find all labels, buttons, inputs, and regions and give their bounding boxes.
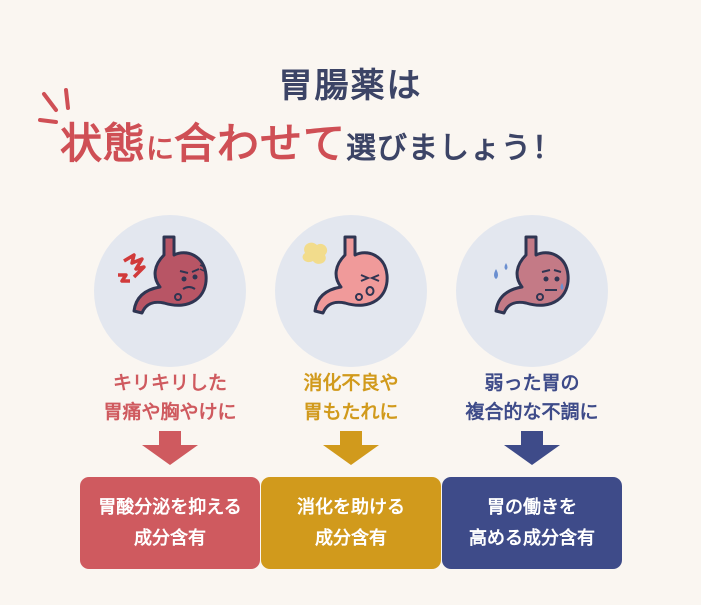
remedy-line-1: 消化を助ける (297, 497, 405, 518)
title-word-choose: 選びましょう！ (346, 131, 564, 166)
down-arrow-icon (323, 431, 379, 465)
title-word-match: 合わせて (174, 119, 347, 168)
remedy-box: 胃の働きを 高める成分含有 (442, 477, 622, 569)
stomach-weak-icon (494, 235, 570, 315)
title-particle: に (146, 132, 175, 165)
symptom-text: 消化不良や 胃もたれに (251, 369, 451, 427)
remedy-box: 消化を助ける 成分含有 (261, 477, 441, 569)
remedy-box: 胃酸分泌を抑える 成分含有 (80, 477, 260, 569)
remedy-line-1: 胃の働きを (487, 497, 577, 518)
down-arrow-icon (504, 431, 560, 465)
page-title-line2: 状態に合わせて選びましょう！ (60, 110, 660, 171)
remedy-line-2: 高める成分含有 (469, 528, 595, 549)
stomach-pain-icon (118, 235, 208, 315)
column-heartburn: キリキリした 胃痛や胸やけに 胃酸分泌を抑える 成分含有 (80, 215, 260, 585)
illustration-circle (275, 215, 427, 367)
symptom-line-1: 弱った胃の (484, 372, 580, 394)
symptom-line-2: 胃痛や胸やけに (103, 401, 237, 423)
symptom-text: キリキリした 胃痛や胸やけに (70, 369, 270, 427)
remedy-line-2: 成分含有 (315, 528, 387, 549)
stomach-indigestion-icon (302, 235, 389, 315)
illustration-circle (456, 215, 608, 367)
symptom-text: 弱った胃の 複合的な不調に (432, 369, 632, 427)
column-weak-stomach: 弱った胃の 複合的な不調に 胃の働きを 高める成分含有 (442, 215, 622, 585)
remedy-line-1: 胃酸分泌を抑える (98, 497, 242, 518)
emphasis-sparks-icon (38, 88, 70, 124)
column-indigestion: 消化不良や 胃もたれに 消化を助ける 成分含有 (261, 215, 441, 585)
symptom-line-2: 胃もたれに (303, 401, 399, 423)
symptom-line-2: 複合的な不調に (465, 401, 599, 423)
symptom-line-1: 消化不良や (303, 372, 399, 394)
title-word-state: 状態 (60, 119, 147, 168)
down-arrow-icon (142, 431, 198, 465)
illustration-circle (94, 215, 246, 367)
remedy-line-2: 成分含有 (134, 528, 206, 549)
symptom-line-1: キリキリした (112, 372, 227, 394)
page-title-line1: 胃腸薬は (278, 66, 423, 106)
